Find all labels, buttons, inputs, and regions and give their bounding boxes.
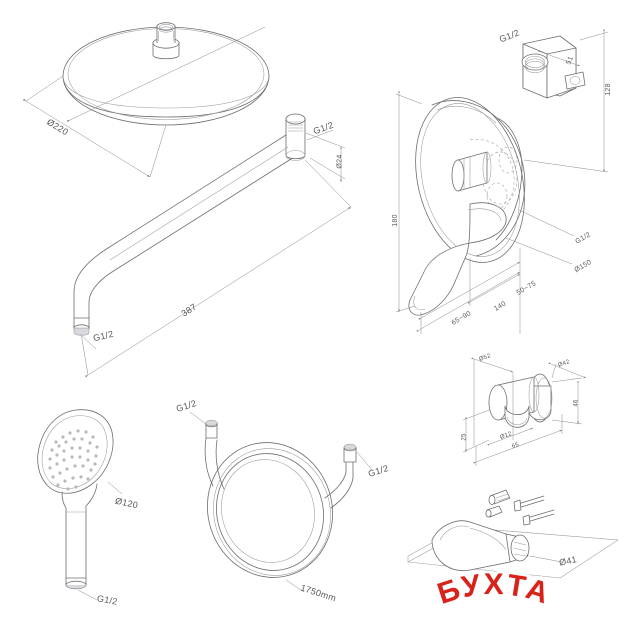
overhead-shower-view xyxy=(22,22,270,178)
watermark-text: БУХТА xyxy=(433,570,554,611)
mounting-kit-view xyxy=(407,489,619,579)
shower-arm-view xyxy=(73,113,352,378)
concealed-mixer-view xyxy=(395,29,609,334)
hand-shower-view xyxy=(37,409,123,601)
dim-bracket-left: 25 xyxy=(461,433,468,441)
wall-bracket-view xyxy=(462,357,587,466)
dim-arm-tube-diameter: Ø24 xyxy=(336,154,344,169)
watermark-bukhta: БУХТА xyxy=(424,565,564,632)
dim-mixer-height-top: 128 xyxy=(604,83,612,96)
dim-bracket-right: 46 xyxy=(573,399,580,407)
shower-hose-view xyxy=(189,411,373,593)
dim-mixer-height-total: 180 xyxy=(391,214,399,227)
